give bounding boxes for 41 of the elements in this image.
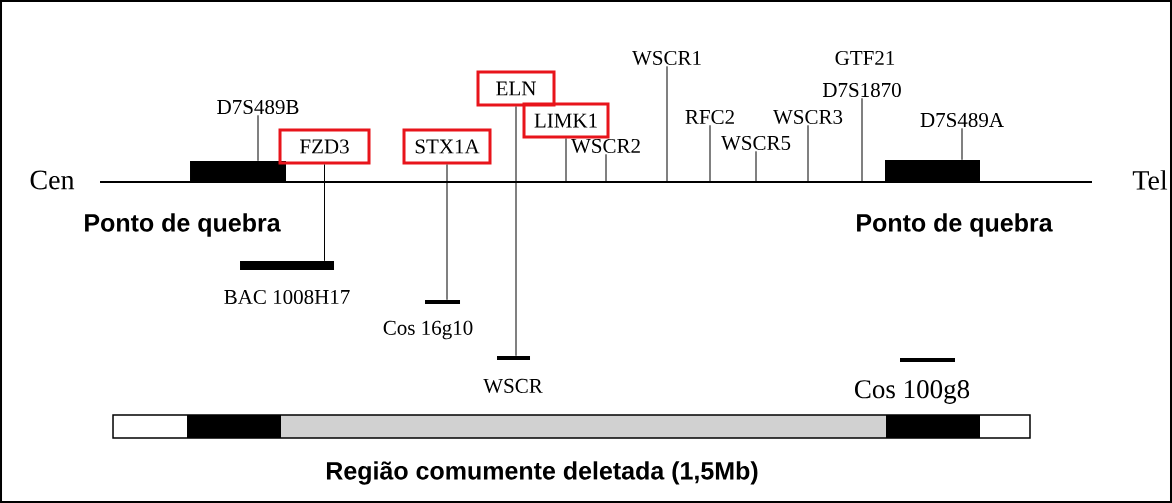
breakpoint-block	[885, 160, 980, 182]
caption: Ponto de quebra	[85, 213, 281, 237]
marker-label: GTF21	[835, 50, 895, 66]
gene-box: STX1A	[402, 128, 492, 165]
breakpoint-block	[190, 161, 286, 182]
chromosome-line	[100, 181, 1092, 183]
leader-line	[515, 106, 517, 357]
gene-box: FZD3	[278, 128, 371, 165]
gene-box: ELN	[476, 70, 556, 107]
marker-label: D7S489B	[217, 99, 299, 115]
marker-label: RFC2	[685, 109, 734, 125]
caption: Ponto de quebra	[857, 213, 1053, 237]
marker-label: WSCR3	[773, 109, 843, 125]
node-label: WSCR	[483, 378, 543, 394]
leader-line	[807, 124, 809, 183]
marker-label: D7S1870	[822, 82, 901, 98]
leader-line	[605, 153, 607, 183]
leader-line	[755, 150, 757, 183]
leader-line	[709, 124, 711, 183]
caption: Região comumente deletada (1,5Mb)	[327, 461, 758, 485]
node-label: Cos 100g8	[854, 380, 970, 404]
clone-bar: Cos 16g10	[383, 300, 473, 340]
end-label: Cen	[30, 170, 75, 190]
leader-line	[324, 164, 325, 262]
leader-line	[666, 65, 668, 183]
marker-label: WSCR2	[571, 138, 640, 154]
leader-line	[565, 138, 567, 183]
leader-line	[257, 114, 259, 162]
end-label: Tel	[1132, 170, 1168, 190]
clone-bar: BAC 1008H17	[224, 261, 350, 305]
marker-label: WSCR1	[632, 50, 701, 66]
node-label: BAC 1008H17	[224, 289, 350, 305]
node-label: Cos 16g10	[383, 320, 473, 340]
clone-bar: WSCR	[483, 356, 543, 394]
leader-line	[961, 127, 963, 161]
leader-line	[446, 164, 448, 301]
marker-label: D7S489A	[920, 112, 1004, 128]
marker-label: WSCR5	[721, 135, 791, 151]
gene-box: LIMK1	[522, 102, 610, 139]
clone-bar: Cos 100g8	[855, 358, 970, 404]
leader-line	[861, 97, 863, 183]
